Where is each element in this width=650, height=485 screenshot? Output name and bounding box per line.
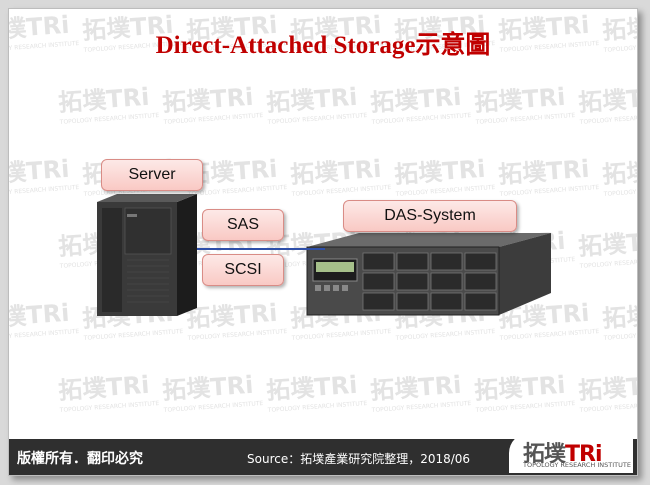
sas-label: SAS (202, 209, 284, 241)
svg-text:拓墣TRi: 拓墣TRi (601, 299, 637, 333)
svg-text:拓墣TRi: 拓墣TRi (81, 11, 174, 45)
connector-line (197, 248, 325, 250)
svg-text:拓墣TRi: 拓墣TRi (265, 83, 358, 117)
svg-text:拓墣TRi: 拓墣TRi (161, 83, 254, 117)
svg-text:拓墣TRi: 拓墣TRi (57, 83, 150, 117)
drive-bay (464, 252, 497, 271)
svg-text:拓墣TRi: 拓墣TRi (289, 155, 382, 189)
das-system-label: DAS-System (343, 200, 517, 232)
svg-text:拓墣TRi: 拓墣TRi (265, 371, 358, 405)
source-text: Source：拓墣產業研究院整理，2018/06 (247, 452, 471, 466)
svg-text:拓墣TRi: 拓墣TRi (497, 11, 590, 45)
svg-text:拓墣TRi: 拓墣TRi (601, 11, 637, 45)
drive-bay (464, 292, 497, 311)
svg-text:拓墣TRi: 拓墣TRi (497, 155, 590, 189)
svg-text:拓墣TRi: 拓墣TRi (185, 11, 278, 45)
logo-sub-text: TOPOLOGY RESEARCH INSTITUTE (523, 461, 631, 469)
copyright-text: 版權所有．翻印必究 (17, 451, 143, 467)
svg-text:拓墣TRi: 拓墣TRi (9, 299, 70, 333)
svg-text:拓墣TRi: 拓墣TRi (601, 155, 637, 189)
slide-title: Direct-Attached Storage示意圖 (155, 32, 491, 59)
svg-text:拓墣TRi: 拓墣TRi (57, 371, 150, 405)
drive-bay (362, 292, 395, 311)
svg-text:拓墣TRi: 拓墣TRi (289, 11, 382, 45)
drive-bay (430, 252, 463, 271)
drive-bay (396, 252, 429, 271)
das-storage-image (306, 233, 551, 316)
svg-text:拓墣TRi: 拓墣TRi (9, 11, 70, 45)
logo-cn-text: 拓墣 (523, 442, 566, 467)
drive-bay (430, 292, 463, 311)
svg-text:拓墣TRi: 拓墣TRi (369, 83, 462, 117)
svg-text:拓墣TRi: 拓墣TRi (473, 371, 566, 405)
scsi-label: SCSI (202, 254, 284, 286)
svg-text:拓墣TRi: 拓墣TRi (9, 155, 70, 189)
svg-text:拓墣TRi: 拓墣TRi (577, 371, 637, 405)
svg-text:拓墣TRi: 拓墣TRi (185, 299, 278, 333)
svg-text:拓墣TRi: 拓墣TRi (393, 11, 486, 45)
drive-bay (396, 272, 429, 291)
svg-text:拓墣TRi: 拓墣TRi (161, 371, 254, 405)
server-tower-image (97, 194, 197, 316)
server-label: Server (101, 159, 203, 191)
svg-text:拓墣TRi: 拓墣TRi (369, 371, 462, 405)
drive-bay (430, 272, 463, 291)
logo-tri-text: TRi (565, 442, 602, 467)
svg-text:拓墣TRi: 拓墣TRi (577, 227, 637, 261)
svg-text:拓墣TRi: 拓墣TRi (473, 83, 566, 117)
drive-bay (362, 252, 395, 271)
drive-bay (362, 272, 395, 291)
svg-text:拓墣TRi: 拓墣TRi (577, 83, 637, 117)
drive-bay (396, 292, 429, 311)
drive-bay (464, 272, 497, 291)
tri-logo: 拓墣TRi TOPOLOGY RESEARCH INSTITUTE (509, 433, 633, 473)
svg-text:拓墣TRi: 拓墣TRi (393, 155, 486, 189)
